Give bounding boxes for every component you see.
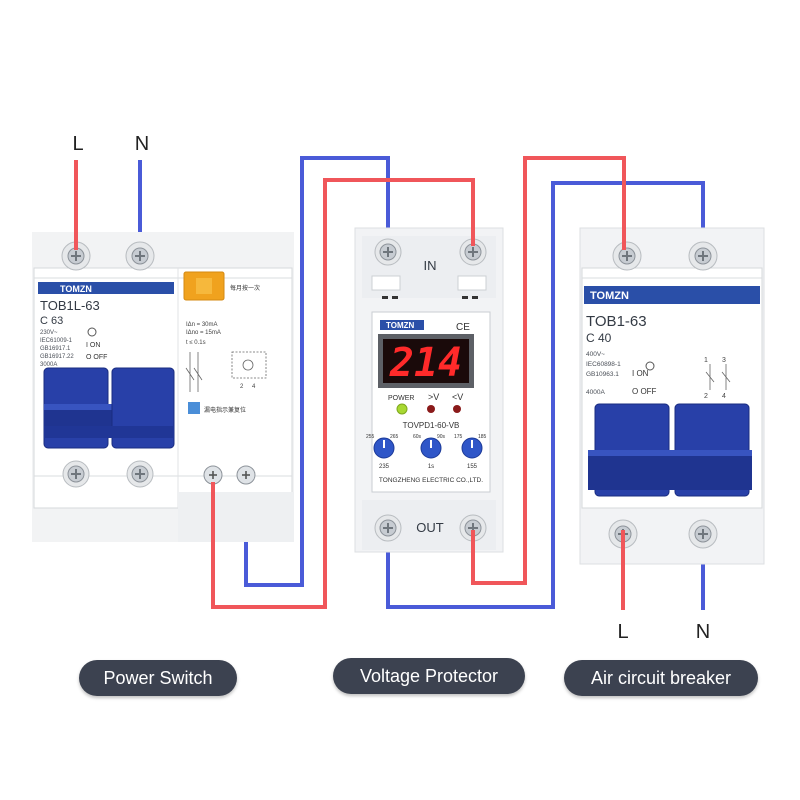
under-voltage-led: [453, 405, 461, 413]
svg-text:IEC60898-1: IEC60898-1: [586, 361, 621, 368]
svg-text:90s: 90s: [437, 434, 446, 440]
switch-leak-spec: IΔn = 30mA IΔno = 15mA t ≤ 0.1s: [186, 322, 221, 346]
protector-out-terminal-l: [459, 514, 487, 542]
protector-brand-text: TOMZN: [386, 321, 415, 330]
breaker-top-terminal-l: [612, 241, 642, 271]
protector-maker: TONGZHENG ELECTRIC CO.,LTD.: [379, 477, 483, 484]
svg-text:IΔn = 30mA: IΔn = 30mA: [186, 322, 218, 328]
air-breaker-device: TOMZN TOB1-63 C 40 400V~ IEC60898-1 GB10…: [579, 227, 765, 565]
switch-brand-logo: [38, 282, 174, 294]
switch-cert-mark-icon: [87, 327, 97, 337]
svg-text:3: 3: [722, 357, 726, 364]
svg-text:185: 185: [478, 434, 487, 440]
switch-circuit-symbol: 2 4: [185, 351, 267, 392]
leak-indicator-label: 漏电指示兼复位: [204, 406, 246, 414]
svg-text:400V~: 400V~: [586, 351, 605, 358]
power-switch-caption: Power Switch: [79, 660, 237, 696]
live-wires: [74, 156, 626, 610]
svg-text:1: 1: [704, 357, 708, 364]
svg-text:3000A: 3000A: [40, 362, 57, 368]
svg-text:2: 2: [704, 393, 708, 400]
breaker-bottom-terminal-n: [688, 519, 718, 549]
svg-text:175: 175: [454, 434, 463, 440]
ce-mark: CE: [456, 322, 470, 333]
breaker-circuit-symbol: 1 3 2 4: [704, 357, 731, 400]
breaker-spec-lines: 400V~ IEC60898-1 GB10963.1 4000A: [586, 351, 621, 396]
breaker-brand-logo: [584, 286, 760, 304]
breaker-off-label: O OFF: [632, 387, 657, 396]
air-breaker-caption: Air circuit breaker: [564, 660, 758, 696]
svg-text:t ≤ 0.1s: t ≤ 0.1s: [186, 340, 206, 346]
output-n-label: N: [696, 621, 710, 643]
svg-text:4: 4: [722, 393, 726, 400]
switch-off-label: O OFF: [86, 354, 107, 361]
switch-out-terminal-l: [203, 465, 223, 485]
over-voltage-led: [427, 405, 435, 413]
output-l-label: L: [617, 621, 628, 643]
live-wire-protector-to-breaker: [471, 156, 626, 585]
svg-text:IEC61009-1: IEC61009-1: [40, 338, 73, 344]
voltage-display: [383, 339, 469, 383]
switch-model: TOB1L-63: [40, 298, 100, 313]
svg-text:GB16917.1: GB16917.1: [40, 346, 71, 352]
svg-text:265: 265: [390, 434, 399, 440]
breaker-model: TOB1-63: [586, 313, 647, 330]
source-l-label: L: [72, 133, 83, 155]
svg-text:1s: 1s: [428, 464, 434, 470]
svg-text:60s: 60s: [413, 434, 422, 440]
out-label: OUT: [416, 520, 444, 535]
switch-brand-text: TOMZN: [60, 284, 92, 294]
delay-knob[interactable]: 60s 90s 1s: [413, 434, 446, 470]
power-led: [396, 403, 408, 415]
neutral-wire-switch-to-protector: [244, 156, 390, 587]
switch-on-label: I ON: [86, 342, 100, 349]
protector-in-terminal-n: [374, 238, 402, 266]
power-led-label: POWER: [388, 395, 414, 402]
svg-text:4000A: 4000A: [586, 389, 605, 396]
breaker-on-label: I ON: [632, 369, 649, 378]
switch-out-terminal-n: [236, 465, 256, 485]
over-voltage-knob[interactable]: 255 265 235: [366, 434, 399, 470]
switch-bottom-terminal-2: [126, 460, 154, 488]
breaker-rating: C 40: [586, 331, 612, 345]
live-wire-switch-to-protector: [211, 178, 475, 609]
under-voltage-knob[interactable]: 175 185 155: [454, 434, 487, 470]
svg-text:4: 4: [252, 384, 256, 390]
breaker-cert-mark-icon: [645, 361, 655, 371]
switch-top-terminal-n: [125, 241, 155, 271]
neutral-wire-protector-to-breaker: [386, 181, 705, 609]
switch-bottom-terminal-1: [62, 460, 90, 488]
svg-text:255: 255: [366, 434, 375, 440]
protector-out-terminal-n: [374, 514, 402, 542]
under-voltage-label: <V: [452, 392, 463, 402]
svg-text:230V~: 230V~: [40, 330, 58, 336]
svg-text:155: 155: [467, 464, 478, 470]
over-voltage-label: >V: [428, 392, 439, 402]
test-button-label: 每月按一次: [230, 284, 260, 292]
svg-text:GB16917.22: GB16917.22: [40, 354, 74, 360]
breaker-top-terminal-n: [688, 241, 718, 271]
protector-model: TOVPD1-60-VB: [403, 421, 460, 430]
leak-indicator: [188, 402, 200, 414]
switch-rating: C 63: [40, 315, 63, 327]
protector-brand-logo: [380, 320, 424, 330]
svg-text:2: 2: [240, 384, 244, 390]
svg-text:GB10963.1: GB10963.1: [586, 371, 619, 378]
in-label: IN: [424, 258, 437, 273]
switch-spec-lines: 230V~ IEC61009-1 GB16917.1 GB16917.22 30…: [40, 330, 74, 368]
power-switch-device: TOMZN TOB1L-63 C 63 230V~ IEC61009-1 GB1…: [32, 232, 294, 542]
svg-text:IΔno = 15mA: IΔno = 15mA: [186, 330, 221, 336]
voltage-display-value: 214: [389, 340, 462, 386]
voltage-protector-device: IN TOMZN CE 214 POWER >V <V TOVPD1-60-VB…: [354, 227, 504, 553]
svg-text:235: 235: [379, 464, 390, 470]
breaker-brand-text: TOMZN: [590, 290, 629, 302]
source-n-label: N: [135, 133, 149, 155]
voltage-protector-caption: Voltage Protector: [333, 658, 525, 694]
